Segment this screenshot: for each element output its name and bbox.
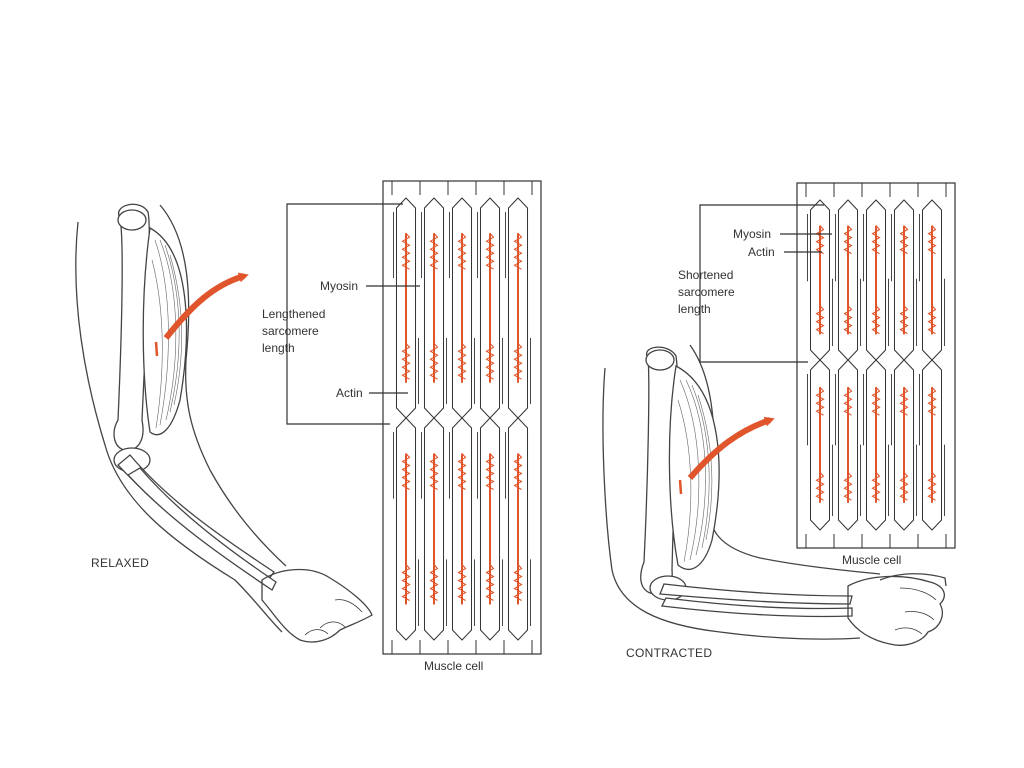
relaxed-caption: RELAXED <box>91 556 149 570</box>
myosin-heads <box>485 564 495 601</box>
myosin-heads <box>815 471 825 501</box>
myosin-heads <box>513 232 523 270</box>
myosin-heads <box>429 564 439 601</box>
sarcomere-outline <box>423 417 445 641</box>
relaxed-sarcomere-label-2: sarcomere <box>262 324 319 338</box>
relaxed-sarcomere-label-3: length <box>262 341 295 355</box>
myosin-heads <box>927 225 937 255</box>
sarcomere-outline <box>451 417 473 641</box>
myosin-heads <box>927 305 937 335</box>
myosin-heads <box>899 471 909 501</box>
myosin-heads <box>843 305 853 335</box>
myosin-heads <box>843 386 853 416</box>
contracted-sarcomere-label-2: sarcomere <box>678 285 735 299</box>
contracted-sarcomere-layer <box>805 183 947 548</box>
sarcomere-outline <box>395 417 417 641</box>
contracted-caption: CONTRACTED <box>626 646 712 660</box>
myosin-heads <box>927 386 937 416</box>
myosin-heads <box>513 564 523 601</box>
sarcomere-outline <box>809 359 831 531</box>
myosin-heads <box>429 232 439 270</box>
myosin-heads <box>401 564 411 601</box>
myosin-heads <box>815 225 825 255</box>
relaxed-arm-illustration <box>75 203 373 643</box>
myosin-heads <box>457 564 467 601</box>
contracted-sarcomere-label-1: Shortened <box>678 268 733 282</box>
contracted-sarcomere-label-3: length <box>678 302 711 316</box>
relaxed-myosin-label: Myosin <box>320 279 358 293</box>
relaxed-sarcomere-layer <box>391 181 533 654</box>
myosin-heads <box>899 305 909 335</box>
sarcomere-outline <box>865 359 887 531</box>
sarcomere-outline <box>507 417 529 641</box>
myosin-heads <box>843 471 853 501</box>
myosin-heads <box>513 453 523 490</box>
myosin-heads <box>457 232 467 270</box>
relaxed-cell-label: Muscle cell <box>424 659 483 673</box>
myosin-heads <box>457 453 467 490</box>
contracted-actin-label: Actin <box>748 245 775 259</box>
contracted-cell-label: Muscle cell <box>842 553 901 567</box>
myosin-heads <box>401 342 411 380</box>
myosin-heads <box>815 305 825 335</box>
myosin-heads <box>871 225 881 255</box>
sarcomere-outline <box>893 359 915 531</box>
sarcomere-outline <box>479 417 501 641</box>
myosin-heads <box>485 232 495 270</box>
relaxed-sarcomere-label-1: Lengthened <box>262 307 325 321</box>
sarcomere-outline <box>837 359 859 531</box>
myosin-heads <box>871 386 881 416</box>
myosin-heads <box>513 342 523 380</box>
myosin-heads <box>485 453 495 490</box>
myosin-heads <box>429 453 439 490</box>
contracted-arm-illustration <box>602 344 947 646</box>
myosin-heads <box>457 342 467 380</box>
sarcomere-outline <box>921 359 943 531</box>
myosin-heads <box>485 342 495 380</box>
myosin-heads <box>871 471 881 501</box>
relaxed-actin-label: Actin <box>336 386 363 400</box>
myosin-heads <box>871 305 881 335</box>
myosin-heads <box>843 225 853 255</box>
myosin-heads <box>401 232 411 270</box>
myosin-heads <box>927 471 937 501</box>
myosin-heads <box>899 386 909 416</box>
myosin-heads <box>815 386 825 416</box>
myosin-heads <box>899 225 909 255</box>
contracted-myosin-label: Myosin <box>733 227 771 241</box>
contracted-muscle-cell <box>699 182 956 549</box>
myosin-heads <box>401 453 411 490</box>
myosin-heads <box>429 342 439 380</box>
relaxed-muscle-cell <box>286 180 542 655</box>
